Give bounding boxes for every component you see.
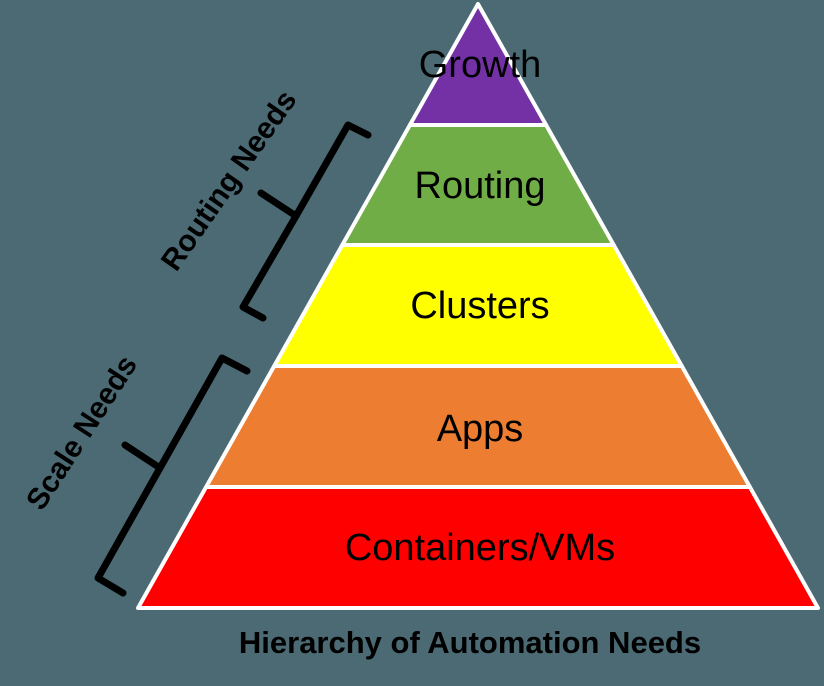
label-apps: Apps	[437, 408, 524, 450]
label-containers-vms: Containers/VMs	[345, 527, 615, 569]
label-clusters: Clusters	[410, 285, 549, 327]
pyramid-level-containers	[136, 485, 820, 610]
routing-needs-bracket	[239, 121, 372, 322]
scale-needs-bracket	[94, 354, 251, 597]
label-routing: Routing	[415, 165, 546, 207]
label-growth: Growth	[419, 44, 541, 86]
diagram-title: Hierarchy of Automation Needs	[239, 625, 701, 660]
